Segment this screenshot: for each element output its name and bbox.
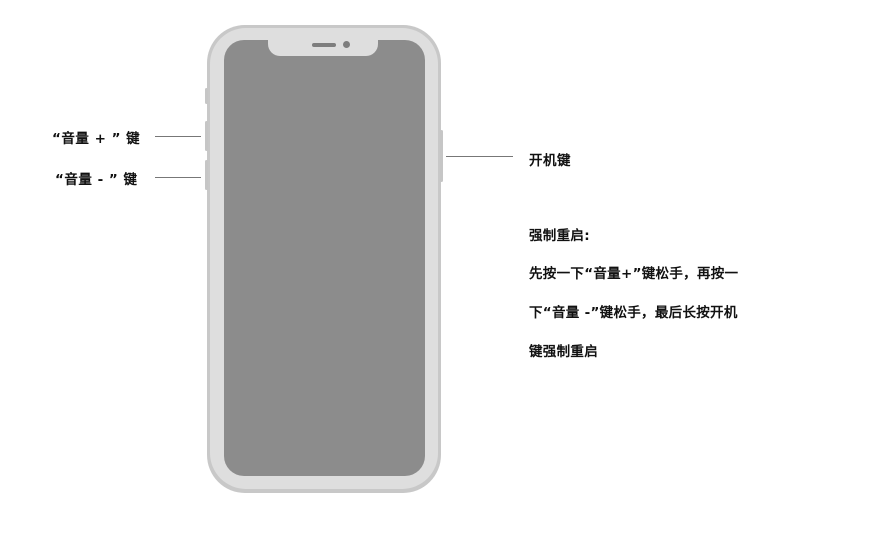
power-leader-line — [446, 156, 513, 157]
volume-up-button — [205, 121, 208, 151]
instructions-line: 键强制重启 — [529, 344, 598, 360]
volume-down-leader-line — [155, 177, 201, 178]
volume-down-label: “音量 - ” 键 — [55, 172, 138, 188]
volume-up-label: “音量 + ” 键 — [52, 131, 141, 147]
camera-icon — [343, 41, 350, 48]
instructions-line: 下“音量 -”键松手，最后长按开机 — [529, 305, 738, 321]
mute-switch — [205, 88, 208, 104]
instructions-title: 强制重启: — [529, 228, 590, 244]
power-label: 开机键 — [529, 153, 571, 169]
volume-up-leader-line — [155, 136, 201, 137]
volume-down-button — [205, 160, 208, 190]
phone-notch — [268, 38, 378, 56]
phone-screen — [224, 40, 425, 476]
instructions-line: 先按一下“音量+”键松手，再按一 — [529, 266, 739, 282]
power-button — [440, 130, 443, 182]
speaker-icon — [312, 43, 336, 47]
